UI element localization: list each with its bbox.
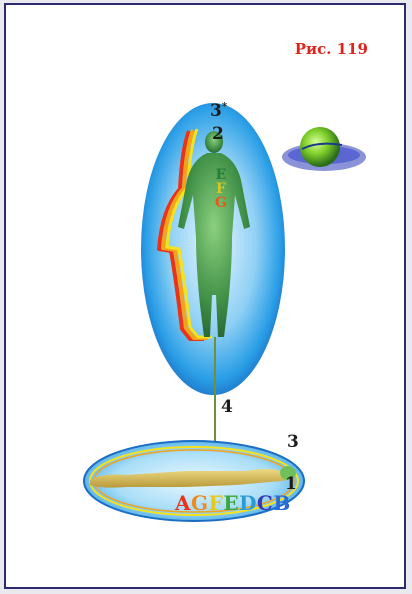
label-three-star: 3*: [210, 101, 227, 121]
lower_letters-6: B: [273, 491, 290, 515]
lower_letters-0: A: [175, 491, 191, 515]
lower_letters-3: E: [223, 491, 239, 515]
planet-icon: [282, 127, 366, 171]
label-three: 3: [287, 432, 299, 452]
figure-label: Рис. 119: [295, 40, 368, 58]
lower_letters-5: C: [257, 491, 273, 515]
lower_letters-4: D: [239, 491, 257, 515]
upper_letters-2: G: [211, 196, 231, 210]
lower_letters-2: F: [209, 491, 224, 515]
upper_letters-1: F: [211, 182, 231, 196]
label-four: 4: [221, 397, 233, 417]
label-two: 2: [212, 124, 224, 144]
lower_letters-1: G: [191, 491, 209, 515]
upper_letters-0: E: [211, 168, 231, 182]
lower-letters: AGFEDCB: [175, 491, 291, 515]
